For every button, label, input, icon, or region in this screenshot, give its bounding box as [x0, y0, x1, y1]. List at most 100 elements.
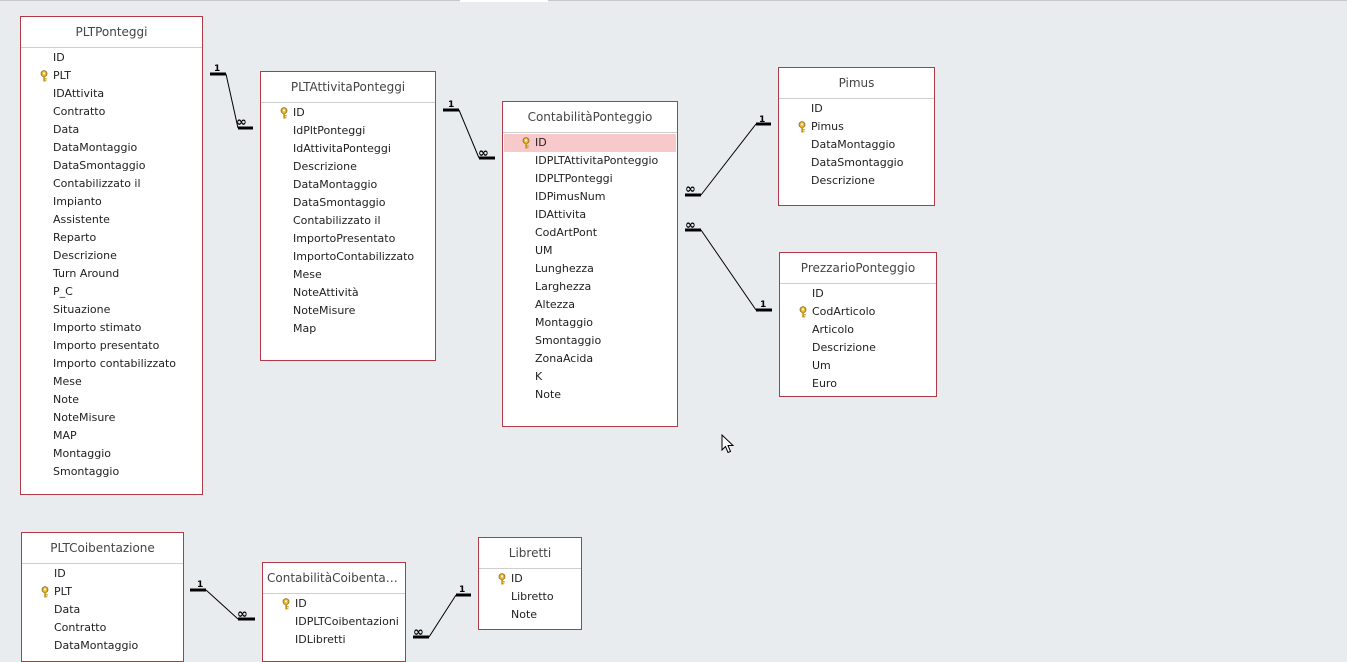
field-row[interactable]: DataMontaggio — [261, 176, 435, 194]
table-title[interactable]: Pimus — [779, 68, 934, 99]
field-label: Data — [53, 123, 80, 136]
field-row[interactable]: Note — [21, 391, 202, 409]
field-label: Mese — [293, 268, 322, 281]
field-row[interactable]: Situazione — [21, 301, 202, 319]
field-row[interactable]: Data — [21, 121, 202, 139]
field-row[interactable]: ID — [21, 49, 202, 67]
field-row[interactable]: Importo stimato — [21, 319, 202, 337]
field-row[interactable]: Articolo — [780, 321, 936, 339]
field-row[interactable]: DataMontaggio — [779, 136, 934, 154]
table-title[interactable]: PLTAttivitaPonteggi — [261, 72, 435, 103]
field-row[interactable]: Smontaggio — [21, 463, 202, 481]
field-row[interactable]: ID — [779, 100, 934, 118]
field-row[interactable]: Descrizione — [780, 339, 936, 357]
field-row[interactable]: Descrizione — [261, 158, 435, 176]
field-row[interactable]: Um — [780, 357, 936, 375]
table-title[interactable]: Libretti — [479, 538, 581, 569]
field-row[interactable]: Mese — [261, 266, 435, 284]
field-row[interactable]: NoteMisure — [21, 409, 202, 427]
field-row[interactable]: IDPLTPonteggi — [503, 170, 677, 188]
field-label: NoteMisure — [53, 411, 116, 424]
field-row[interactable]: ID — [22, 565, 183, 583]
field-row[interactable]: ID — [261, 104, 435, 122]
field-row[interactable]: CodArtPont — [503, 224, 677, 242]
field-row[interactable]: Contabilizzato il — [21, 175, 202, 193]
field-row[interactable]: CodArticolo — [780, 303, 936, 321]
field-label: Libretto — [511, 590, 554, 603]
field-row[interactable]: K — [503, 368, 677, 386]
field-row[interactable]: NoteAttività — [261, 284, 435, 302]
field-row[interactable]: MAP — [21, 427, 202, 445]
field-row[interactable]: Reparto — [21, 229, 202, 247]
field-row[interactable]: Data — [22, 601, 183, 619]
table-contabilitacoibentazioni[interactable]: ContabilitàCoibentazio... ID IDPLTCoibent… — [262, 562, 406, 662]
field-row[interactable]: Assistente — [21, 211, 202, 229]
field-row[interactable]: IDPLTAttivitaPonteggio — [503, 152, 677, 170]
field-row[interactable]: P_C — [21, 283, 202, 301]
field-row[interactable]: IDPimusNum — [503, 188, 677, 206]
field-row[interactable]: Larghezza — [503, 278, 677, 296]
field-row[interactable]: IDAttivita — [503, 206, 677, 224]
field-row[interactable]: IDAttivita — [21, 85, 202, 103]
field-row[interactable]: ID — [263, 595, 405, 613]
field-row[interactable]: Descrizione — [21, 247, 202, 265]
field-row[interactable]: Contratto — [21, 103, 202, 121]
field-row[interactable]: Contabilizzato il — [261, 212, 435, 230]
field-row[interactable]: NoteMisure — [261, 302, 435, 320]
field-label: ID — [511, 572, 523, 585]
field-row[interactable]: UM — [503, 242, 677, 260]
field-row[interactable]: Note — [479, 606, 581, 624]
field-row[interactable]: Altezza — [503, 296, 677, 314]
field-row[interactable]: IdPltPonteggi — [261, 122, 435, 140]
field-row[interactable]: Importo contabilizzato — [21, 355, 202, 373]
field-row[interactable]: Map — [261, 320, 435, 338]
table-contabilitaponteggio[interactable]: ContabilitàPonteggio ID IDPLTAttivitaPont… — [502, 101, 678, 427]
field-row[interactable]: IdAttivitaPonteggi — [261, 140, 435, 158]
field-row[interactable]: DataSmontaggio — [261, 194, 435, 212]
field-row[interactable]: Montaggio — [21, 445, 202, 463]
table-title[interactable]: ContabilitàPonteggio — [503, 102, 677, 133]
field-row[interactable]: PLT — [21, 67, 202, 85]
rel-one-label: 1 — [448, 100, 454, 110]
field-row[interactable]: ID — [479, 570, 581, 588]
field-row[interactable]: Turn Around — [21, 265, 202, 283]
field-row[interactable]: PLT — [22, 583, 183, 601]
field-row[interactable]: Montaggio — [503, 314, 677, 332]
field-row[interactable]: ImportoPresentato — [261, 230, 435, 248]
field-row[interactable]: ImportoContabilizzato — [261, 248, 435, 266]
field-label: IDPLTCoibentazioni — [295, 615, 399, 628]
table-title[interactable]: PLTPonteggi — [21, 17, 202, 48]
field-row[interactable]: Pimus — [779, 118, 934, 136]
table-title[interactable]: PLTCoibentazione — [22, 533, 183, 564]
field-row[interactable]: Impianto — [21, 193, 202, 211]
field-row[interactable]: DataSmontaggio — [21, 157, 202, 175]
table-title[interactable]: ContabilitàCoibentazio... — [263, 563, 405, 594]
field-row[interactable]: Libretto — [479, 588, 581, 606]
field-row[interactable]: Euro — [780, 375, 936, 393]
field-label: IDPLTAttivitaPonteggio — [535, 154, 659, 167]
field-row[interactable]: Descrizione — [779, 172, 934, 190]
field-label: K — [535, 370, 543, 383]
field-row[interactable]: Importo presentato — [21, 337, 202, 355]
field-row[interactable]: ZonaAcida — [503, 350, 677, 368]
field-row[interactable]: IDPLTCoibentazioni — [263, 613, 405, 631]
field-row[interactable]: Lunghezza — [503, 260, 677, 278]
field-row[interactable]: ID — [780, 285, 936, 303]
table-title[interactable]: PrezzarioPonteggio — [780, 253, 936, 284]
field-row[interactable]: Note — [503, 386, 677, 404]
field-label: NoteAttività — [293, 286, 359, 299]
field-row[interactable]: Mese — [21, 373, 202, 391]
field-row[interactable]: Smontaggio — [503, 332, 677, 350]
field-row[interactable]: DataSmontaggio — [779, 154, 934, 172]
field-row[interactable]: DataMontaggio — [21, 139, 202, 157]
field-row[interactable]: DataMontaggio — [22, 637, 183, 655]
field-row[interactable]: Contratto — [22, 619, 183, 637]
field-row[interactable]: ID — [504, 134, 676, 152]
field-row[interactable]: IDLibretti — [263, 631, 405, 649]
